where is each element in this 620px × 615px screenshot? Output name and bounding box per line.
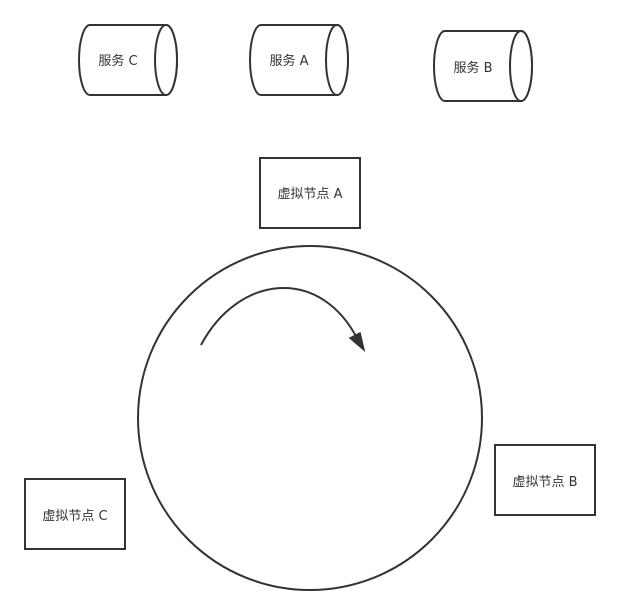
virtual-node-a: 虚拟节点 A [259,157,361,229]
service-b-cylinder: 服务 B [433,30,533,102]
virtual-node-b-label: 虚拟节点 B [512,475,577,490]
virtual-node-a-label: 虚拟节点 A [277,187,342,202]
virtual-node-b: 虚拟节点 B [494,444,596,516]
service-b-label: 服务 B [453,60,492,76]
service-c-cylinder: 服务 C [78,24,178,96]
service-c-label: 服务 C [98,53,137,69]
service-a-label: 服务 A [269,53,308,69]
virtual-node-c-label: 虚拟节点 C [42,509,107,524]
arrow-head [348,331,366,353]
hash-ring [137,245,483,591]
virtual-node-c: 虚拟节点 C [24,478,126,550]
service-a-cylinder: 服务 A [249,24,349,96]
clockwise-arrow [200,287,366,353]
